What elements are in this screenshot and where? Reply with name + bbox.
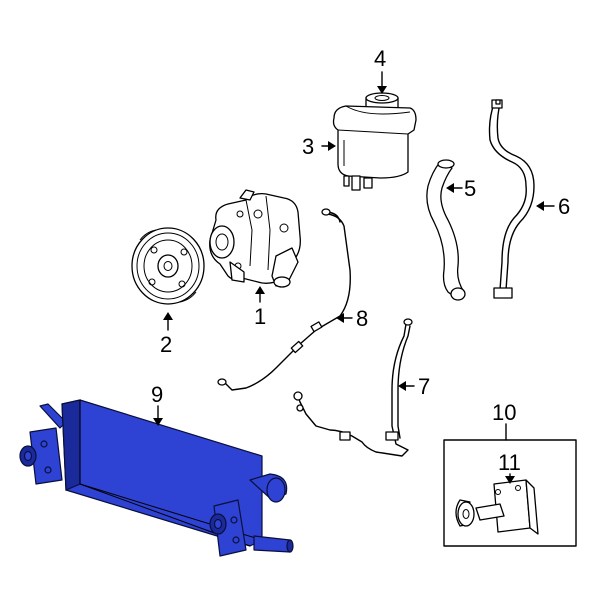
power-steering-cooler[interactable] [19,399,294,557]
leader-lines [153,71,555,484]
pressure-line[interactable] [217,208,351,391]
callout-1: 1 [254,304,266,329]
callout-11: 11 [498,450,521,475]
callout-2: 2 [160,332,172,357]
callout-6: 6 [558,194,570,219]
callout-9: 9 [151,382,163,407]
callout-labels: 4 3 5 6 2 1 8 7 9 10 11 [151,46,570,475]
callout-8: 8 [356,306,368,331]
cooler-line[interactable] [293,318,413,457]
callout-7: 7 [418,374,430,399]
power-steering-pump[interactable] [209,189,301,288]
power-steering-pulley[interactable] [131,227,205,305]
bracket-kit-inset[interactable] [443,439,577,547]
cooler-bracket[interactable] [455,479,539,535]
callout-5: 5 [464,176,476,201]
callout-10: 10 [492,400,516,425]
power-steering-reservoir[interactable] [332,105,417,191]
reservoir-hose[interactable] [426,159,466,301]
callout-4: 4 [374,46,386,71]
callout-3: 3 [302,134,314,159]
return-hose[interactable] [488,99,535,299]
